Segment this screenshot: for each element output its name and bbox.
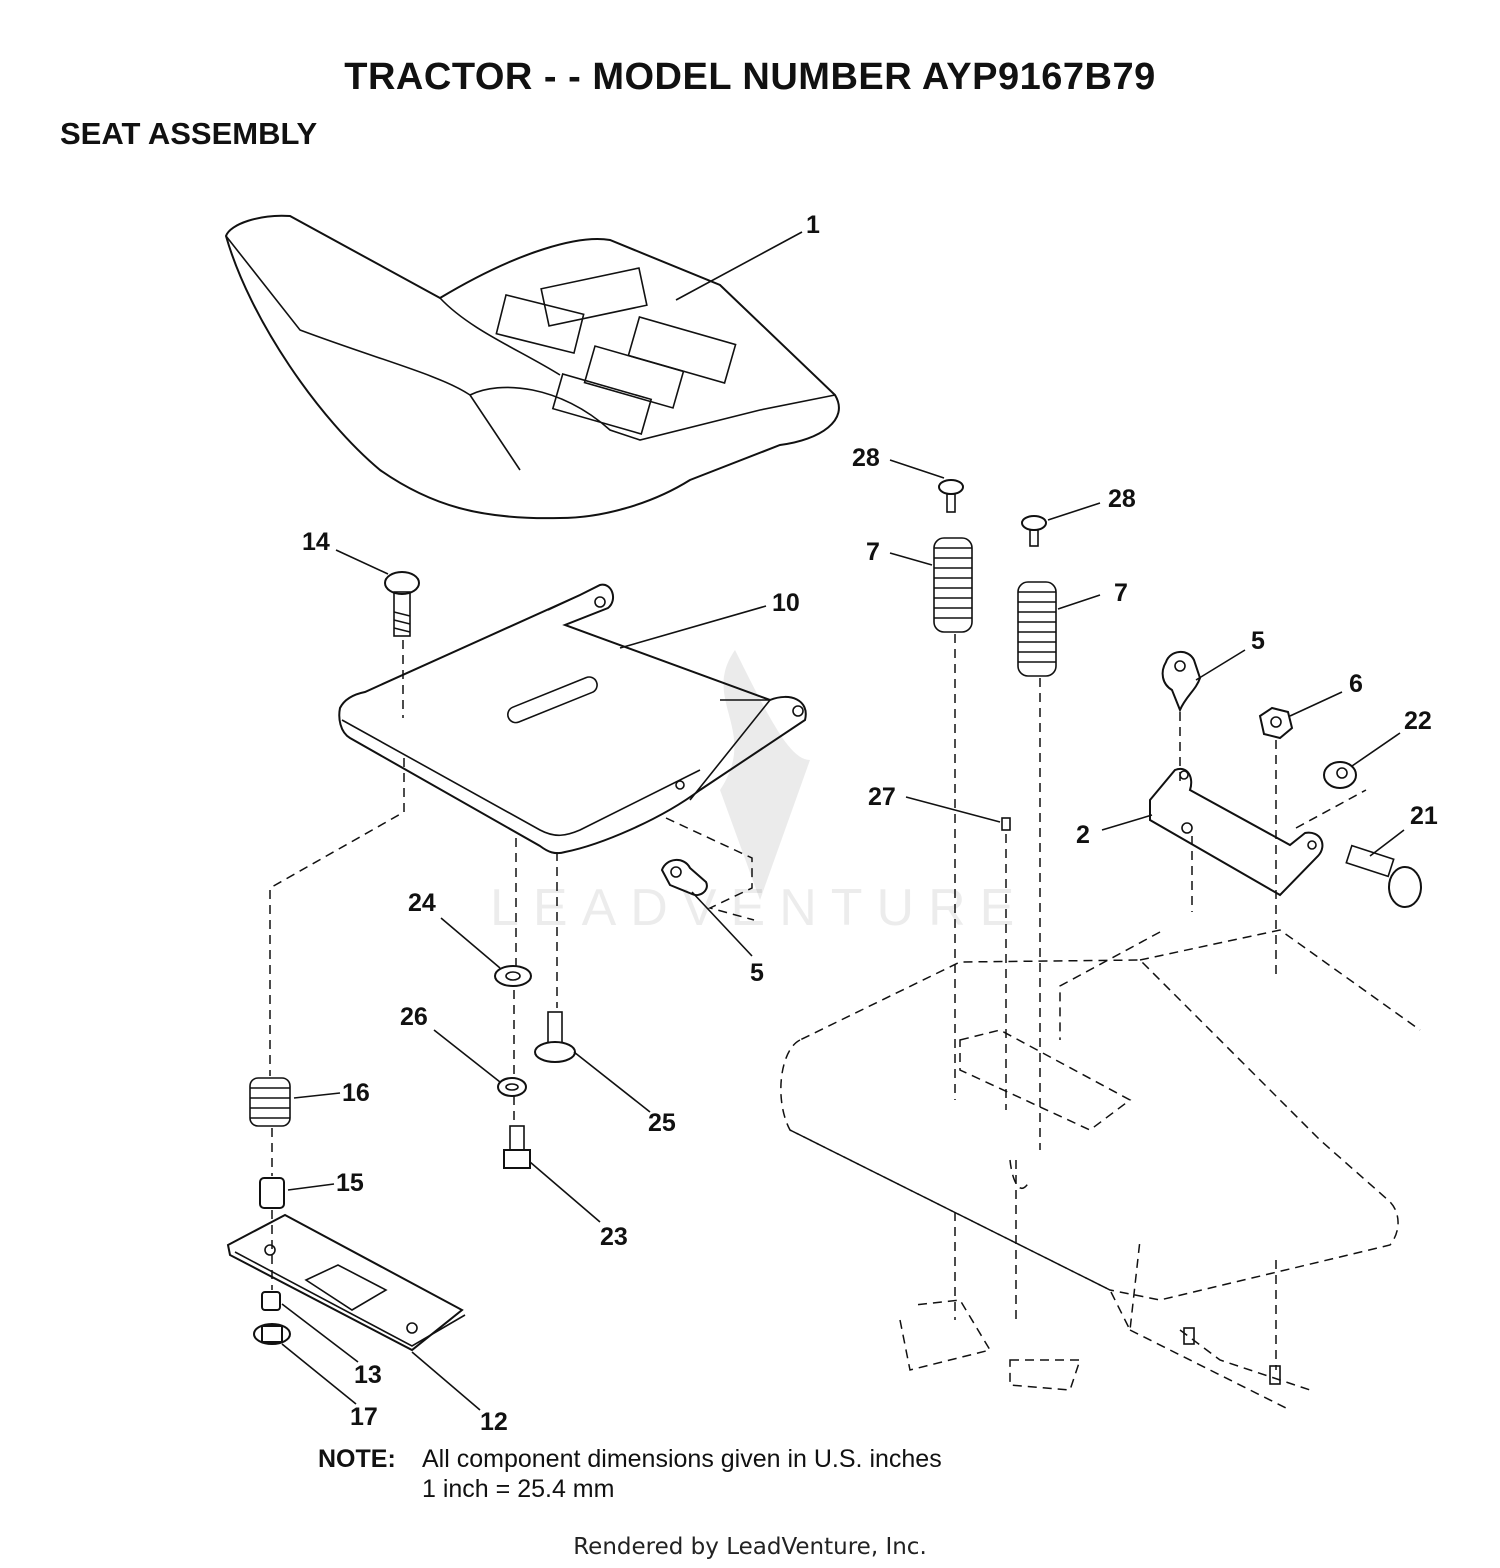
nut-part-6[interactable] [1258,706,1294,740]
push-nut-part-28-right[interactable] [1021,515,1047,547]
callout-7-right: 7 [1114,579,1128,607]
callout-25: 25 [648,1109,676,1137]
callout-28-left: 28 [852,444,880,472]
mounting-plate-part-12[interactable] [226,1213,466,1352]
assembly-guide-lines [269,634,1367,1370]
note-line-1: All component dimensions given in U.S. i… [422,1445,942,1473]
callout-17: 17 [350,1403,378,1431]
diagram-title: TRACTOR - - MODEL NUMBER AYP9167B79 [344,56,1156,98]
nut-part-22[interactable] [1323,761,1357,789]
callout-numbers: 1 28 28 7 7 14 10 5 6 22 27 2 21 24 5 26… [302,211,1438,1436]
footer-credit: Rendered by LeadVenture, Inc. [573,1534,927,1560]
callout-16: 16 [342,1079,370,1107]
section-title: SEAT ASSEMBLY [60,116,318,151]
callout-27: 27 [868,783,896,811]
seat-pan-part-10[interactable] [338,583,807,855]
tractor-frame-phantom [780,929,1421,1411]
callout-5-lower: 5 [750,959,764,987]
spring-part-7-left[interactable] [933,537,973,633]
callout-21: 21 [1410,802,1438,830]
callout-22: 22 [1404,707,1432,735]
callout-leader-lines [281,231,1405,1411]
callout-1: 1 [806,211,820,239]
push-nut-part-28-left[interactable] [938,479,964,513]
watermark-text: LEADVENTURE [490,879,1028,937]
spring-part-7-right[interactable] [1017,581,1057,677]
callout-12: 12 [480,1408,508,1436]
callout-26: 26 [400,1003,428,1031]
callout-13: 13 [354,1361,382,1389]
callout-10: 10 [772,589,800,617]
units-note: NOTE: All component dimensions given in U… [318,1444,942,1504]
callout-15: 15 [336,1169,364,1197]
leadventure-watermark-logo [720,650,810,900]
callout-24: 24 [408,889,436,917]
callout-2: 2 [1076,821,1090,849]
seat-assembly-diagram: LEADVENTURE [224,211,1438,1436]
flange-bolt-part-25[interactable] [534,1011,576,1063]
callout-23: 23 [600,1223,628,1251]
callout-14: 14 [302,528,330,556]
seat-part-1[interactable] [224,214,840,520]
note-label: NOTE: [318,1445,396,1473]
callout-6: 6 [1349,670,1363,698]
spacer-part-13[interactable] [261,1291,281,1311]
bracket-part-2[interactable] [1149,767,1324,897]
spacer-part-15[interactable] [259,1177,285,1209]
flange-nut-part-17[interactable] [253,1323,291,1345]
callout-7-left: 7 [866,538,880,566]
carriage-bolt-part-14[interactable] [384,571,420,637]
washer-part-24[interactable] [494,965,532,987]
callout-28-right: 28 [1108,485,1136,513]
spring-part-16[interactable] [249,1077,291,1127]
hex-bolt-part-23[interactable] [503,1125,531,1169]
shoulder-bolt-part-21[interactable] [1345,844,1422,908]
note-line-2: 1 inch = 25.4 mm [422,1475,615,1503]
lock-washer-part-26[interactable] [497,1077,527,1097]
pin-part-27[interactable] [1001,817,1011,831]
clip-part-5-upper[interactable] [1161,651,1202,713]
callout-5-upper: 5 [1251,627,1265,655]
